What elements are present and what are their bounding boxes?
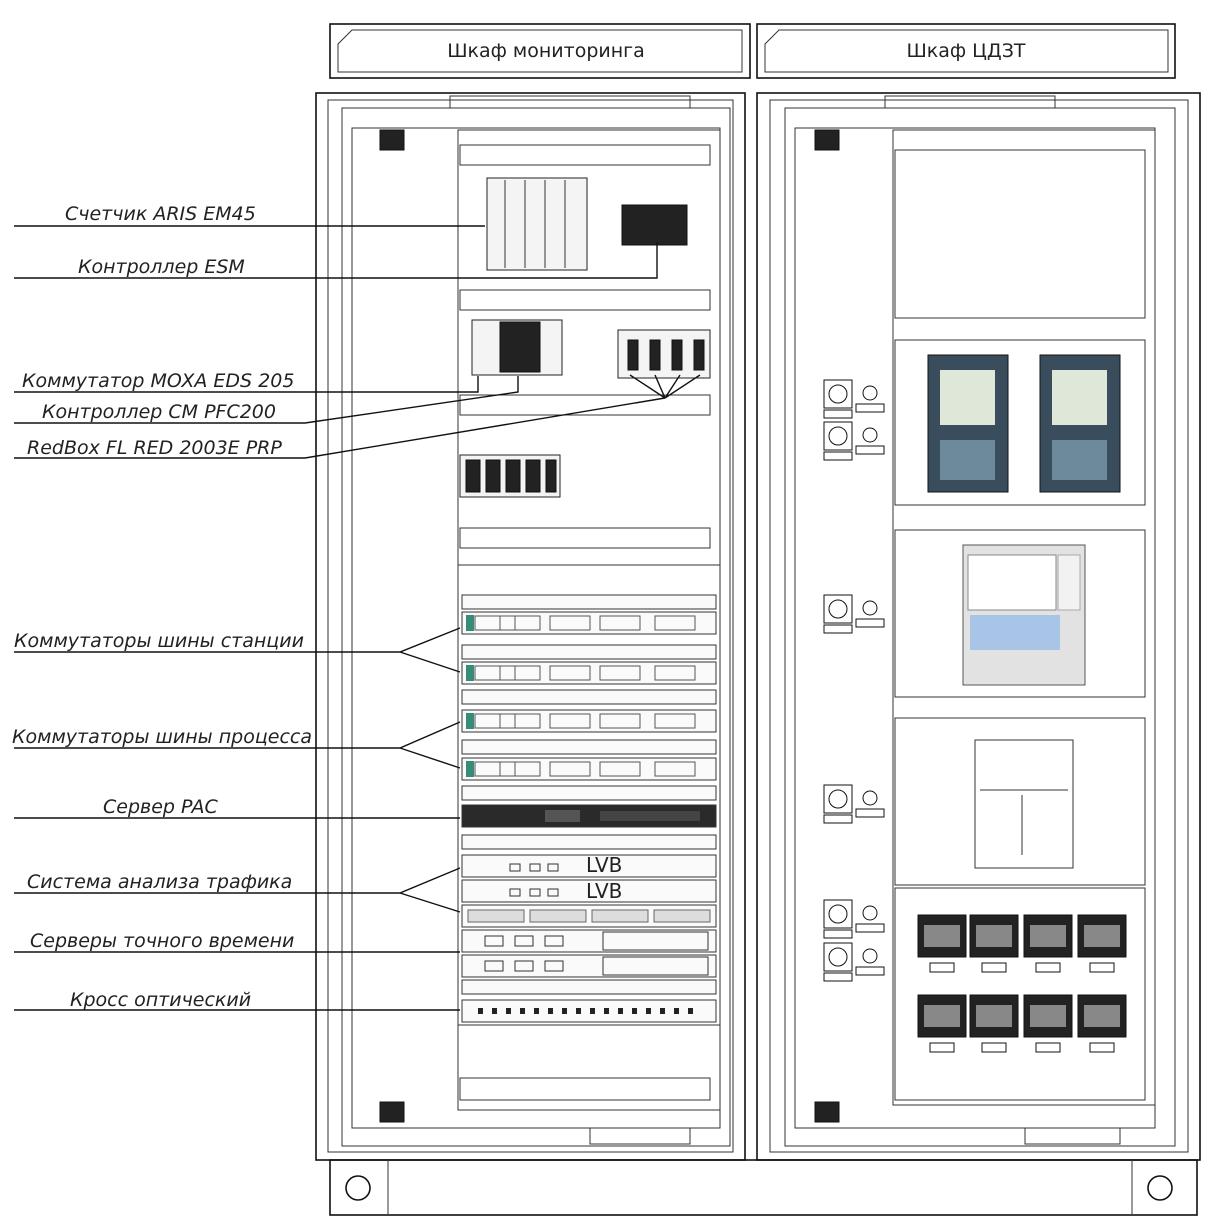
test-block [917, 994, 967, 1053]
blank-panel [461, 785, 717, 801]
left-cabinet: LVB LVB [315, 92, 746, 1161]
cabinet-base [329, 1159, 1198, 1216]
test-block [1023, 914, 1073, 973]
left-cabinet-header: Шкаф мониторинга [329, 23, 751, 79]
panel-section [894, 887, 1146, 1101]
network-switch [461, 611, 717, 635]
blank-panel [461, 739, 717, 755]
controller-esm [621, 204, 688, 246]
test-block [969, 994, 1019, 1053]
test-block [1023, 994, 1073, 1053]
selector-switch [823, 784, 885, 824]
selector-switch [823, 421, 885, 461]
blank-panel [461, 689, 717, 705]
blank-panel [461, 834, 717, 850]
relay-terminal [927, 354, 1009, 493]
traffic-analyzer [461, 854, 717, 878]
right-cabinet-title: Шкаф ЦДЗТ [906, 40, 1025, 62]
selector-switch [823, 899, 885, 939]
relay-terminal [1039, 354, 1121, 493]
left-cabinet-title: Шкаф мониторинга [447, 40, 645, 62]
meter-aris-em45 [486, 177, 588, 271]
blank-panel [461, 979, 717, 995]
panel-section [894, 529, 1146, 698]
label-list: Счетчик ARIS EM45 Контроллер ESM Коммута… [12, 203, 701, 1011]
time-server [461, 929, 717, 953]
selector-switch [823, 379, 885, 419]
panel-section [894, 717, 1146, 886]
test-block [1077, 914, 1127, 973]
lvb-label: LVB [586, 853, 622, 877]
network-switch [461, 661, 717, 685]
blank-panel [461, 594, 717, 610]
right-cabinet-header: Шкаф ЦДЗТ [756, 23, 1176, 79]
test-block [969, 914, 1019, 973]
abb-relay [962, 544, 1086, 686]
panel-section [894, 149, 1146, 319]
label-pfc200: Контроллер CM PFC200 [42, 401, 276, 423]
traffic-analyzer-ports [461, 904, 717, 928]
label-station-bus-switches: Коммутаторы шины станции [14, 630, 304, 652]
label-pac-server: Сервер PAC [103, 796, 219, 818]
selector-switch [823, 594, 885, 634]
label-traffic-analysis: Система анализа трафика [27, 871, 292, 893]
test-block [1077, 994, 1127, 1053]
label-process-bus-switches: Коммутаторы шины процесса [12, 726, 312, 748]
lvb-label: LVB [586, 879, 622, 903]
label-time-servers: Серверы точного времени [30, 930, 294, 952]
label-moxa: Коммутатор MOXA EDS 205 [22, 370, 294, 392]
optical-patch-panel [461, 999, 717, 1023]
io-module [974, 739, 1074, 869]
selector-switch [823, 942, 885, 982]
network-switch [461, 757, 717, 781]
time-server [461, 954, 717, 978]
blank-panel [461, 644, 717, 660]
right-cabinet [756, 92, 1201, 1161]
traffic-analyzer [461, 879, 717, 903]
pac-server [461, 804, 717, 828]
rack-frame [457, 564, 721, 1026]
label-controller-esm: Контроллер ESM [78, 256, 245, 278]
test-block [917, 914, 967, 973]
label-optical-cross: Кросс оптический [70, 989, 251, 1011]
network-switch [461, 709, 717, 733]
label-meter: Счетчик ARIS EM45 [65, 203, 256, 225]
panel-section [894, 339, 1146, 506]
label-redbox: RedBox FL RED 2003E PRP [27, 437, 282, 459]
